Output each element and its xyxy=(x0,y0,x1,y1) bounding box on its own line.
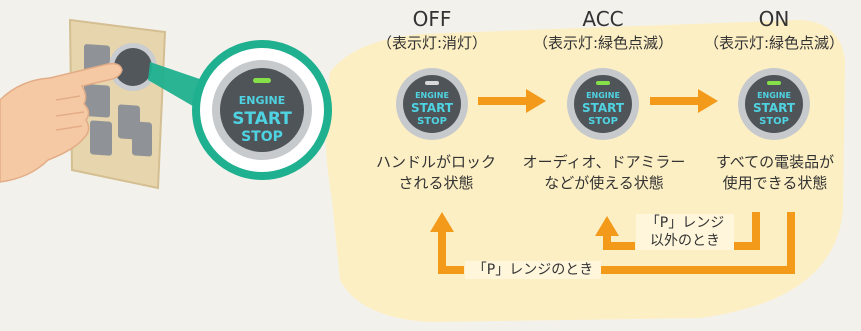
svg-text:ENGINE: ENGINE xyxy=(415,91,449,100)
state-off-name: OFF xyxy=(412,7,452,31)
condition-p-range: 「P」レンジのとき xyxy=(465,261,601,279)
svg-text:STOP: STOP xyxy=(417,116,447,127)
state-acc-name: ACC xyxy=(582,7,624,31)
state-on-indicator: （表示灯:緑色点滅） xyxy=(703,34,845,52)
large-button-engine: ENGINE xyxy=(239,94,286,107)
svg-text:STOP: STOP xyxy=(759,116,789,127)
large-button-start: START xyxy=(232,109,292,129)
svg-text:START: START xyxy=(411,101,454,115)
state-off-description: ハンドルがロック される状態 xyxy=(375,153,496,192)
svg-text:STOP: STOP xyxy=(588,116,618,127)
return-arrow-on-to-off xyxy=(430,212,795,274)
panel-start-button xyxy=(109,43,157,91)
svg-text:START: START xyxy=(753,101,796,115)
svg-text:START: START xyxy=(582,101,625,115)
large-button-stop: STOP xyxy=(241,129,283,145)
state-acc-indicator: （表示灯:緑色点滅） xyxy=(532,34,674,52)
state-off-title: OFF （表示灯:消灯） xyxy=(362,8,502,53)
hand-icon xyxy=(0,62,123,183)
state-acc-description: オーディオ、ドアミラー などが使える状態 xyxy=(522,153,686,192)
state-on-description: すべての電装品が 使用できる状態 xyxy=(715,153,835,192)
svg-text:ENGINE: ENGINE xyxy=(757,91,791,100)
state-off-indicator: （表示灯:消灯） xyxy=(376,34,488,52)
state-on-title: ON （表示灯:緑色点滅） xyxy=(690,8,858,53)
state-on-name: ON xyxy=(758,7,790,31)
off-state-button: ENGINE START STOP xyxy=(396,68,468,140)
state-acc-title: ACC （表示灯:緑色点滅） xyxy=(518,8,688,53)
arrow-off-to-acc xyxy=(478,89,546,113)
on-state-button: ENGINE START STOP xyxy=(738,68,810,140)
large-start-button: ENGINE START STOP xyxy=(192,40,332,180)
arrow-acc-to-on xyxy=(650,89,718,113)
svg-text:ENGINE: ENGINE xyxy=(586,91,620,100)
return-arrow-on-to-acc xyxy=(595,212,760,250)
condition-not-p-range: 「P」レンジ 以外のとき xyxy=(636,214,734,250)
acc-state-button: ENGINE START STOP xyxy=(567,68,639,140)
